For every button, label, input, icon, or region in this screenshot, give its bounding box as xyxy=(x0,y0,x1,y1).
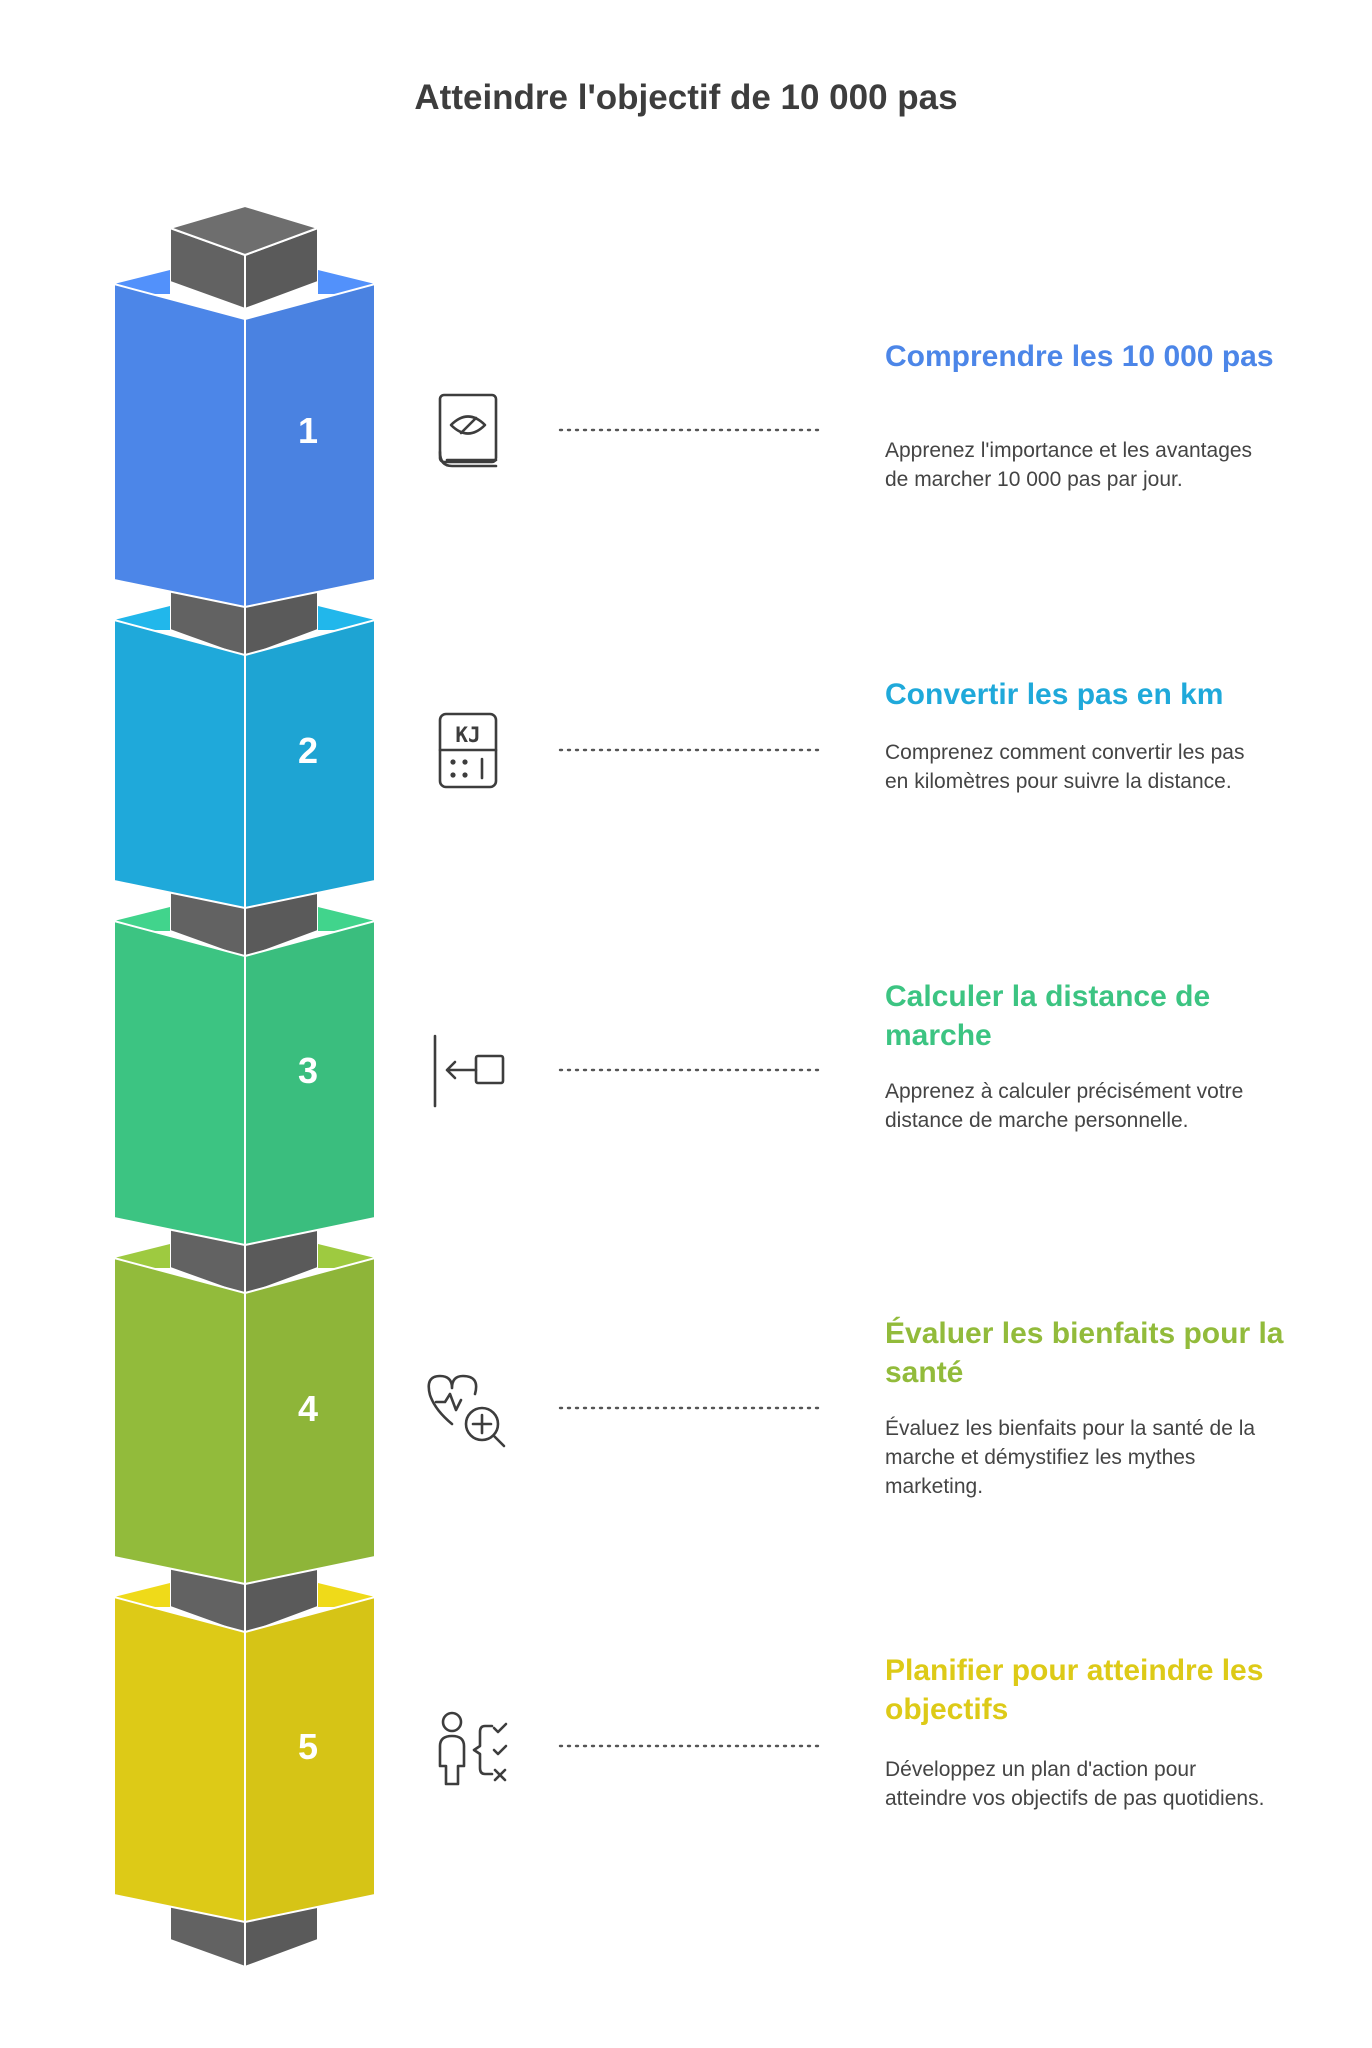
step-blocks: 1 2 3 4 5 xyxy=(113,270,376,1924)
step-title-2: Convertir les pas en km xyxy=(885,678,1224,711)
book-eye-icon xyxy=(438,393,498,468)
step-number-1: 1 xyxy=(298,410,318,451)
step-title-5: Planifier pour atteindre les objectifs xyxy=(885,1654,1264,1726)
step-number-3: 3 xyxy=(298,1050,318,1091)
svg-text:KJ: KJ xyxy=(455,723,480,747)
step-icons: KJ xyxy=(427,393,508,1786)
page-title: Atteindre l'objectif de 10 000 pas xyxy=(414,78,958,117)
step-description-2: Comprenez comment convertir les pas en k… xyxy=(885,741,1245,793)
step-block-2: 2 xyxy=(113,606,376,910)
step-number-5: 5 xyxy=(298,1726,318,1767)
step-description-5: Développez un plan d'action pour atteind… xyxy=(885,1758,1265,1810)
step-title-1: Comprendre les 10 000 pas xyxy=(885,340,1274,373)
step-description-3: Apprenez à calculer précisément votre di… xyxy=(885,1080,1244,1132)
step-block-5: 5 xyxy=(113,1583,376,1924)
step-description-4: Évaluez les bienfaits pour la santé de l… xyxy=(885,1417,1256,1498)
step-block-1: 1 xyxy=(113,270,376,609)
heart-health-search-icon xyxy=(427,1374,506,1448)
step-number-2: 2 xyxy=(298,730,318,771)
step-number-4: 4 xyxy=(298,1388,318,1429)
pillar-top-segment xyxy=(166,204,322,311)
step-block-4: 4 xyxy=(113,1244,376,1586)
dotted-connectors xyxy=(558,428,824,1748)
step-title-3: Calculer la distance de marche xyxy=(885,980,1211,1052)
distance-measure-icon xyxy=(433,1034,505,1108)
step-title-4: Évaluer les bienfaits pour la santé xyxy=(885,1317,1284,1389)
step-description-1: Apprenez l'importance et les avantages d… xyxy=(885,439,1253,491)
step-block-3: 3 xyxy=(113,907,376,1247)
person-checklist-icon xyxy=(438,1711,508,1786)
calculator-kj-icon: KJ xyxy=(438,712,498,789)
